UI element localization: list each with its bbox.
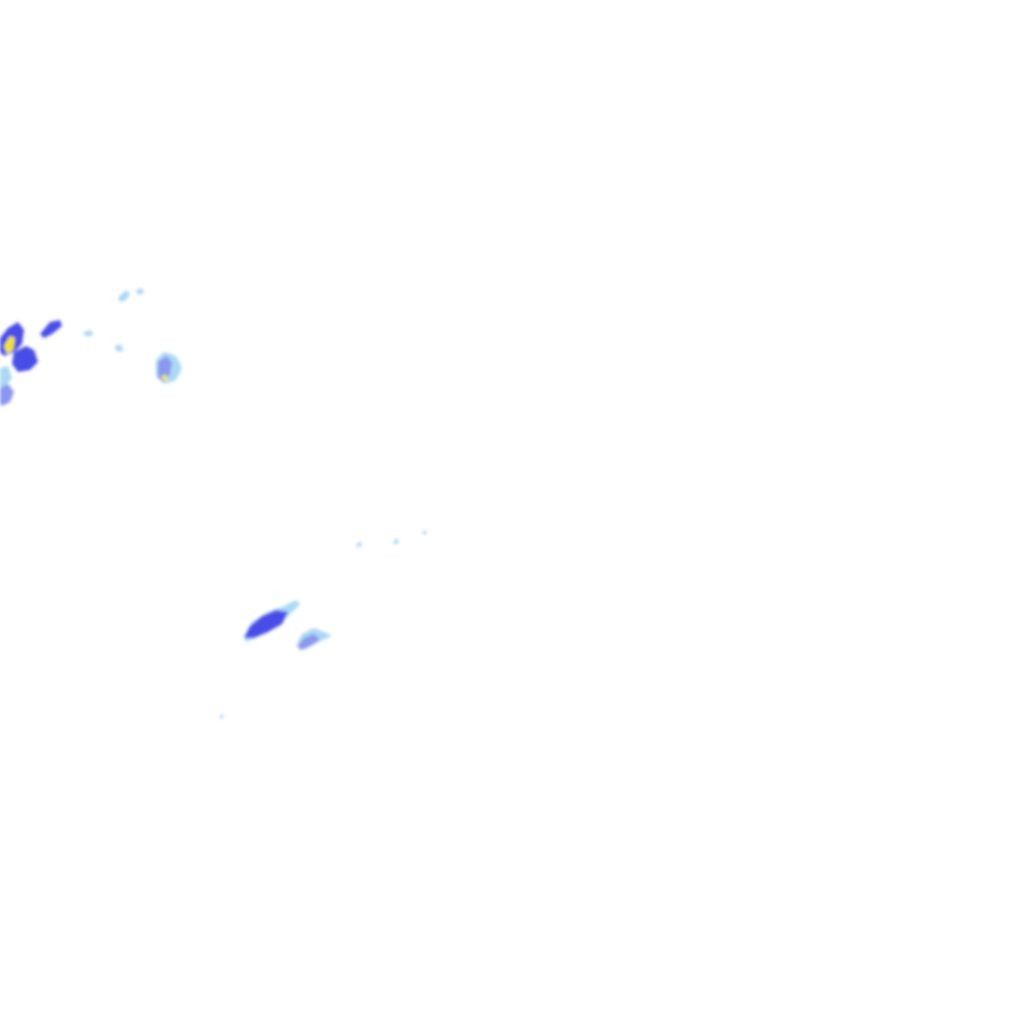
echo-speck-2 [393,538,399,545]
echo-left-fringe [0,366,12,388]
echo-left-streak [40,320,62,338]
echo-small-1 [82,330,94,337]
echo-cell-mid-core [161,374,168,382]
echo-cell-mid [158,356,172,382]
echo-small-2 [114,344,124,352]
echo-left-core [4,336,15,354]
echo-left-low [0,384,14,406]
echo-small-4 [136,288,144,295]
echo-speck-5 [219,714,224,719]
echo-left-mid [12,346,38,372]
echo-small-3 [118,290,130,302]
echo-speck-1 [356,541,362,548]
echo-speck-3 [422,530,427,535]
echo-band-east [298,634,320,650]
echo-band-main [244,610,288,638]
